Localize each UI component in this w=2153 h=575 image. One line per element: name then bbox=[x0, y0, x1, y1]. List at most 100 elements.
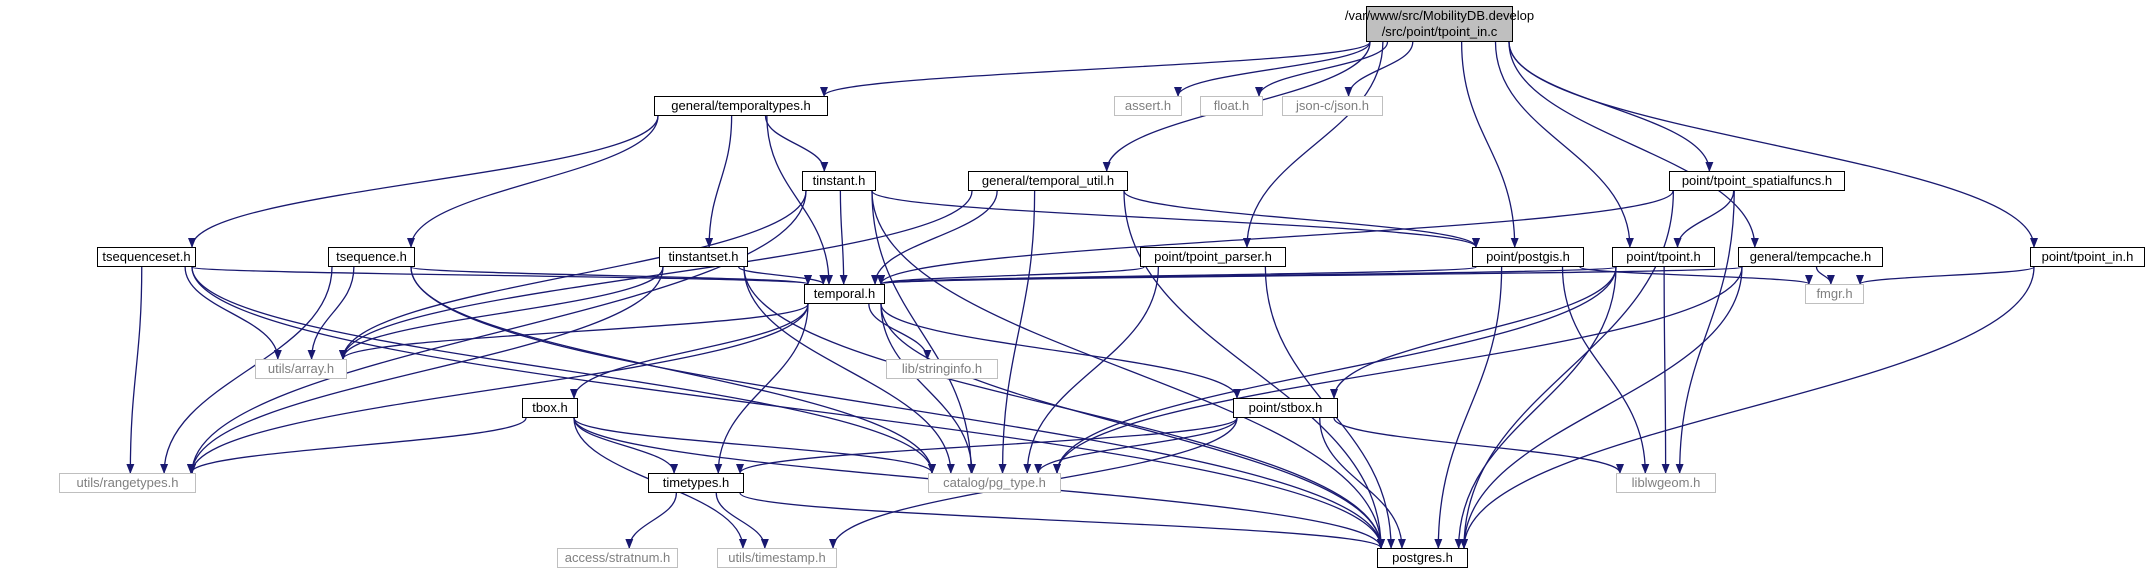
node-point-tpoint-spatialfuncs[interactable]: point/tpoint_spatialfuncs.h bbox=[1669, 171, 1845, 191]
edge-tsequence-to-postgres bbox=[410, 266, 1385, 549]
edge-root-to-tpoint_spatialfuncs bbox=[1508, 41, 1714, 172]
edge-stbox-to-timetypes bbox=[736, 417, 1238, 474]
edge-tpoint_in-to-postgres bbox=[1460, 266, 2035, 549]
edge-tempcache-to-fmgr bbox=[1815, 266, 1835, 285]
edge-tsequenceset-to-postgres bbox=[191, 266, 1385, 549]
edge-temporaltypes-to-tinstantset bbox=[705, 115, 733, 248]
edge-temporaltypes-to-tsequence bbox=[407, 115, 659, 248]
edge-tpoint_spatialfuncs-to-postgres bbox=[1460, 190, 1675, 549]
edge-tinstant-to-postgis bbox=[871, 190, 1480, 248]
edge-tempcache-to-pg_type bbox=[1053, 266, 1743, 474]
edge-tpoint-to-temporal bbox=[877, 266, 1617, 285]
edge-tempcache-to-postgres bbox=[1460, 266, 1743, 549]
edge-stbox-to-pg_type bbox=[1034, 417, 1238, 474]
edge-tbox-to-rangetypes bbox=[186, 417, 527, 474]
root-path-line1: /var/www/src/MobilityDB.develop bbox=[1344, 8, 1535, 23]
edge-timetypes-to-stratnum bbox=[625, 492, 678, 549]
edge-temporal_util-to-postgis bbox=[1123, 190, 1480, 248]
edge-root-to-postgis bbox=[1460, 41, 1519, 248]
edge-tsequenceset-to-temporal bbox=[191, 266, 812, 285]
edge-tsequenceset-to-pg_type bbox=[191, 266, 936, 474]
node-access-stratnum: access/stratnum.h bbox=[557, 548, 678, 568]
edge-tsequenceset-to-array bbox=[184, 266, 282, 360]
edge-tinstantset-to-rangetypes bbox=[188, 266, 664, 474]
node-catalog-pg-type: catalog/pg_type.h bbox=[928, 473, 1061, 493]
edge-postgis-to-postgres bbox=[1434, 266, 1503, 549]
edge-tpoint_in-to-fmgr bbox=[1856, 266, 2035, 285]
edge-tpoint-to-liblwgeom bbox=[1661, 266, 1670, 474]
node-fmgr: fmgr.h bbox=[1805, 284, 1864, 304]
edge-timetypes-to-timestamp bbox=[715, 492, 769, 549]
edge-root-to-json bbox=[1344, 41, 1414, 97]
edge-tpoint_spatialfuncs-to-liblwgeom bbox=[1675, 190, 1735, 474]
node-assert: assert.h bbox=[1114, 96, 1182, 116]
edge-temporal_util-to-postgres bbox=[1123, 190, 1385, 549]
node-timetypes[interactable]: timetypes.h bbox=[648, 473, 744, 493]
edge-tpoint-to-pg_type bbox=[1053, 266, 1617, 474]
edge-tinstantset-to-pg_type bbox=[743, 266, 955, 474]
edge-root-to-temporaltypes bbox=[820, 41, 1371, 97]
edge-tpoint_parser-to-pg_type bbox=[1023, 266, 1160, 474]
node-utils-array: utils/array.h bbox=[255, 359, 347, 379]
edge-temporaltypes-to-temporal bbox=[766, 115, 833, 285]
edge-temporal-to-rangetypes bbox=[188, 303, 809, 474]
node-tsequenceset[interactable]: tsequenceset.h bbox=[97, 247, 196, 267]
edge-tinstantset-to-temporal bbox=[738, 266, 828, 285]
node-point-tpoint[interactable]: point/tpoint.h bbox=[1612, 247, 1715, 267]
edge-tpoint-to-postgres bbox=[1454, 266, 1617, 549]
edge-tinstant-to-temporal bbox=[839, 190, 848, 285]
edge-temporal-to-postgres bbox=[880, 303, 1385, 549]
edge-postgis-to-temporal bbox=[877, 266, 1477, 285]
edge-tpoint_parser-to-temporal bbox=[877, 266, 1145, 285]
node-temporal[interactable]: temporal.h bbox=[804, 284, 885, 304]
node-general-temporaltypes[interactable]: general/temporaltypes.h bbox=[654, 96, 828, 116]
edge-tpoint-to-stbox bbox=[1330, 266, 1617, 399]
node-point-postgis[interactable]: point/postgis.h bbox=[1472, 247, 1584, 267]
node-lib-stringinfo: lib/stringinfo.h bbox=[886, 359, 998, 379]
node-json-c: json-c/json.h bbox=[1282, 96, 1383, 116]
edge-tinstantset-to-array bbox=[339, 266, 664, 360]
edge-tsequence-to-temporal bbox=[410, 266, 812, 285]
edge-tpoint_spatialfuncs-to-tpoint bbox=[1673, 190, 1735, 248]
edge-temporal-to-tbox bbox=[570, 303, 809, 399]
edge-temporal-to-stbox bbox=[880, 303, 1241, 399]
edge-tpoint_spatialfuncs-to-temporal bbox=[877, 190, 1674, 285]
node-tbox[interactable]: tbox.h bbox=[522, 398, 578, 418]
edge-temporal-to-stringinfo bbox=[868, 303, 932, 360]
root-file-node: /var/www/src/MobilityDB.develop /src/poi… bbox=[1345, 6, 1534, 42]
edge-temporal-to-timetypes bbox=[714, 303, 809, 474]
edge-temporal_util-to-pg_type bbox=[998, 190, 1036, 474]
edge-temporal_util-to-array bbox=[339, 190, 973, 360]
edge-temporaltypes-to-tinstant bbox=[764, 115, 829, 172]
node-float: float.h bbox=[1200, 96, 1263, 116]
edge-stbox-to-liblwgeom bbox=[1333, 417, 1624, 474]
edge-temporal_util-to-temporal bbox=[871, 190, 998, 285]
node-point-tpoint-parser[interactable]: point/tpoint_parser.h bbox=[1140, 247, 1286, 267]
edge-root-to-tpoint bbox=[1494, 41, 1634, 248]
node-tinstant[interactable]: tinstant.h bbox=[802, 171, 876, 191]
edge-temporal-to-array bbox=[339, 303, 809, 360]
edge-root-to-tpoint_in bbox=[1508, 41, 2038, 248]
edge-tempcache-to-temporal bbox=[878, 266, 1743, 285]
node-point-stbox[interactable]: point/stbox.h bbox=[1233, 398, 1338, 418]
edge-tsequence-to-array bbox=[307, 266, 355, 360]
edge-tsequence-to-rangetypes bbox=[160, 266, 333, 474]
edge-postgis-to-liblwgeom bbox=[1561, 266, 1650, 474]
node-point-tpoint-in[interactable]: point/tpoint_in.h bbox=[2030, 247, 2145, 267]
edge-tinstant-to-pg_type bbox=[871, 190, 976, 474]
node-general-temporal-util[interactable]: general/temporal_util.h bbox=[968, 171, 1128, 191]
edge-root-to-assert bbox=[1174, 41, 1371, 97]
node-tsequence[interactable]: tsequence.h bbox=[328, 247, 415, 267]
dependency-edges bbox=[126, 41, 2038, 549]
node-tinstantset[interactable]: tinstantset.h bbox=[659, 247, 748, 267]
edge-root-to-tempcache bbox=[1508, 41, 1759, 248]
node-liblwgeom: liblwgeom.h bbox=[1616, 473, 1716, 493]
edge-stbox-to-postgres bbox=[1319, 417, 1406, 549]
node-utils-rangetypes: utils/rangetypes.h bbox=[59, 473, 196, 493]
node-postgres[interactable]: postgres.h bbox=[1377, 548, 1468, 568]
edge-tinstant-to-rangetypes bbox=[188, 190, 807, 474]
edge-timetypes-to-postgres bbox=[739, 492, 1385, 549]
edge-temporaltypes-to-tsequenceset bbox=[188, 115, 659, 248]
node-general-tempcache[interactable]: general/tempcache.h bbox=[1738, 247, 1883, 267]
